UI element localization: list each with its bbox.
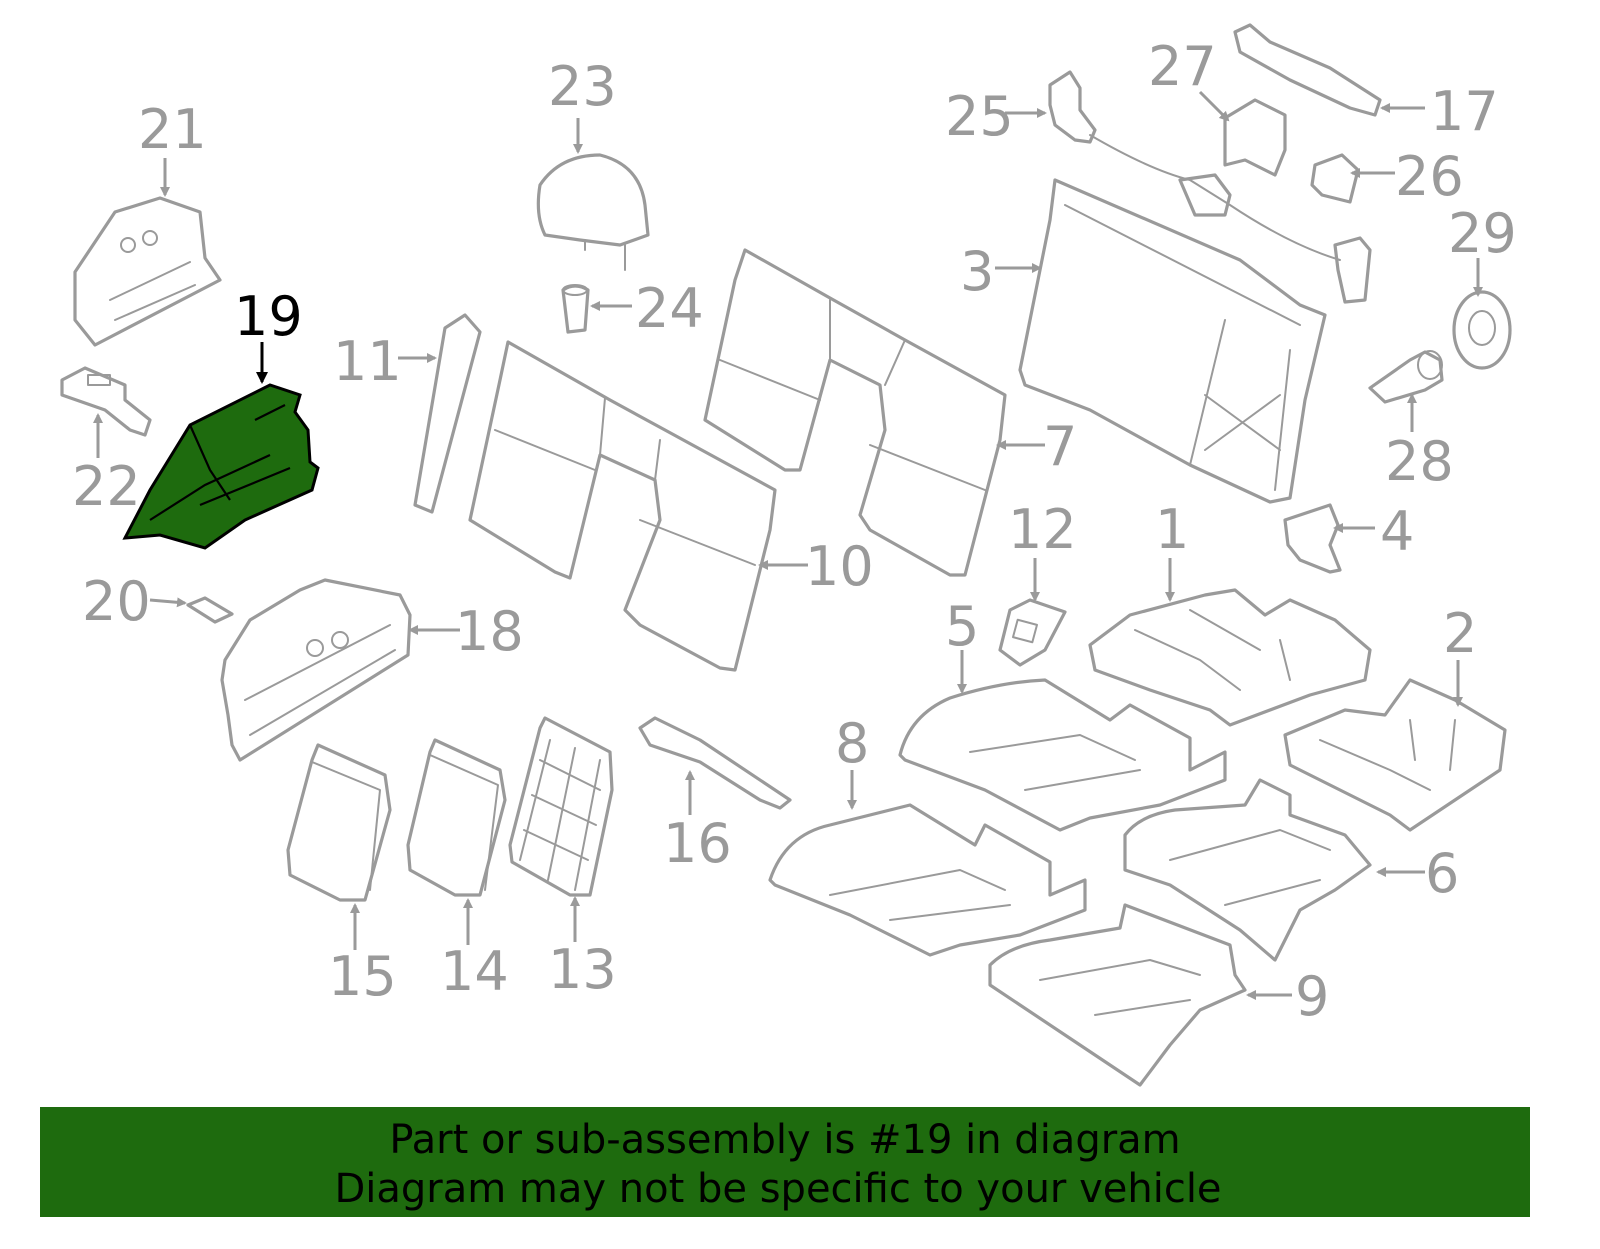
leader-lines — [93, 90, 1483, 1000]
part-11-trim[interactable] — [413, 313, 482, 514]
part-20-clip[interactable] — [186, 596, 234, 624]
part-21-bracket[interactable] — [73, 196, 222, 347]
part-2-seat-frame[interactable] — [1283, 678, 1507, 832]
callout-15[interactable]: 15 — [328, 945, 397, 1008]
callout-28[interactable]: 28 — [1385, 430, 1454, 493]
part-10-backrest-left[interactable] — [468, 340, 777, 672]
callout-26[interactable]: 26 — [1395, 145, 1464, 208]
part-13-mesh[interactable] — [508, 716, 614, 897]
callout-16[interactable]: 16 — [663, 812, 732, 875]
part-23-headrest[interactable] — [536, 153, 650, 271]
callout-9[interactable]: 9 — [1295, 965, 1329, 1028]
callout-29[interactable]: 29 — [1448, 202, 1517, 265]
part-25-release[interactable] — [1048, 70, 1372, 304]
part-14-pad[interactable] — [406, 738, 507, 897]
part-16-rail[interactable] — [638, 716, 792, 810]
part-28-bushing[interactable] — [1368, 350, 1444, 404]
part-3-frame[interactable] — [1018, 178, 1327, 504]
callout-20[interactable]: 20 — [82, 570, 151, 633]
callout-5[interactable]: 5 — [945, 595, 979, 658]
part-6-cushion[interactable] — [1123, 778, 1372, 962]
banner-line-2: Diagram may not be specific to your vehi… — [334, 1166, 1221, 1212]
part-1-seat-frame[interactable] — [1088, 588, 1372, 727]
part-19-highlighted[interactable] — [122, 383, 320, 550]
callout-3[interactable]: 3 — [960, 240, 994, 303]
info-banner: Part or sub-assembly is #19 in diagram D… — [40, 1107, 1530, 1217]
callout-6[interactable]: 6 — [1425, 842, 1459, 905]
part-26-cap[interactable] — [1310, 153, 1360, 204]
callout-labels: 21 22 19 20 18 23 24 11 10 7 3 25 27 17 … — [72, 35, 1517, 1028]
part-29-washer[interactable] — [1452, 290, 1512, 370]
part-15-pad[interactable] — [286, 743, 392, 902]
callout-25[interactable]: 25 — [945, 85, 1014, 148]
callout-22[interactable]: 22 — [72, 455, 141, 518]
callout-4[interactable]: 4 — [1380, 500, 1414, 563]
callout-8[interactable]: 8 — [835, 712, 869, 775]
part-4-hook[interactable] — [1283, 503, 1342, 574]
part-27-bracket[interactable] — [1223, 98, 1287, 177]
part-24-guide[interactable] — [561, 284, 590, 334]
callout-11[interactable]: 11 — [333, 330, 402, 393]
callout-27[interactable]: 27 — [1148, 35, 1217, 98]
banner-line-1: Part or sub-assembly is #19 in diagram — [389, 1117, 1180, 1163]
callout-18[interactable]: 18 — [455, 600, 524, 663]
part-8-cushion[interactable] — [768, 803, 1087, 957]
callout-10[interactable]: 10 — [805, 535, 874, 598]
callout-19[interactable]: 19 — [234, 285, 303, 348]
callout-13[interactable]: 13 — [548, 938, 617, 1001]
part-18-panel[interactable] — [220, 578, 412, 762]
callout-23[interactable]: 23 — [548, 55, 617, 118]
callout-21[interactable]: 21 — [138, 98, 207, 161]
part-17-rail[interactable] — [1233, 23, 1382, 117]
banner-background — [40, 1107, 1530, 1217]
callout-14[interactable]: 14 — [440, 940, 509, 1003]
callout-17[interactable]: 17 — [1430, 80, 1499, 143]
part-7-backrest-right[interactable] — [703, 248, 1007, 577]
callout-12[interactable]: 12 — [1008, 498, 1077, 561]
part-12-cover[interactable] — [998, 598, 1067, 667]
part-22-latch[interactable] — [60, 366, 152, 437]
callout-24[interactable]: 24 — [635, 277, 704, 340]
part-9-cushion[interactable] — [988, 903, 1247, 1087]
callout-1[interactable]: 1 — [1155, 498, 1189, 561]
callout-2[interactable]: 2 — [1443, 602, 1477, 665]
part-5-cushion[interactable] — [898, 678, 1227, 832]
callout-7[interactable]: 7 — [1043, 415, 1077, 478]
